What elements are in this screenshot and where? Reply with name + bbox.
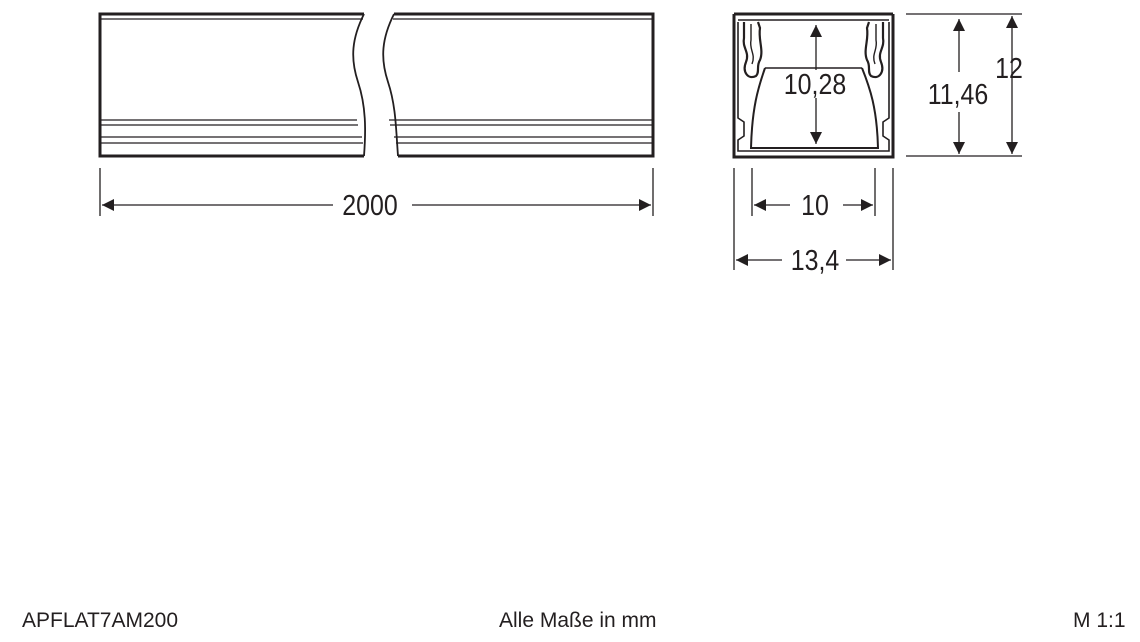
total-height-value: 12 <box>995 52 1023 84</box>
inner-height-value: 10,28 <box>784 68 846 100</box>
side-view-right-outline <box>394 12 655 158</box>
profile-height-value: 11,46 <box>928 78 989 110</box>
height-dimensions <box>906 13 1022 157</box>
cross-section-inner-wall <box>737 22 890 152</box>
side-view-right-break <box>382 13 399 157</box>
units-note: Alle Maße in mm <box>499 609 657 632</box>
side-view-left-break <box>352 13 367 157</box>
outer-width-value: 13,4 <box>791 244 840 276</box>
side-view-left-outline <box>98 12 364 158</box>
cross-section-clip-right <box>864 21 885 79</box>
profile-side-view <box>98 12 655 158</box>
inner-width-dimension <box>751 168 876 216</box>
cross-section-clip-left <box>742 21 763 79</box>
profile-cross-section <box>732 12 895 159</box>
cross-section-outer-wall <box>732 14 895 159</box>
cross-section-clip-left-inner <box>749 24 754 65</box>
article-number: APFLAT7AM200 <box>22 609 179 632</box>
length-dimension <box>99 168 654 216</box>
cross-section-diffuser <box>749 67 880 149</box>
length-value: 2000 <box>342 189 397 221</box>
scale-label: M 1:1 <box>1073 609 1126 632</box>
outer-width-dimension <box>733 168 894 270</box>
cross-section-clip-right-inner <box>873 24 878 65</box>
inner-width-value: 10 <box>801 189 829 221</box>
